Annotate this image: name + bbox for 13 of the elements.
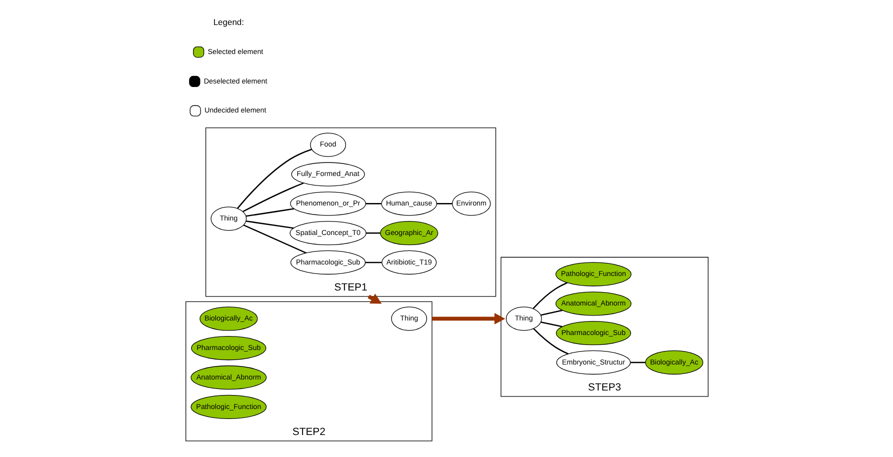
connector — [245, 208, 294, 217]
connector — [436, 203, 452, 204]
connector — [245, 220, 294, 229]
connector — [540, 322, 562, 328]
connector — [365, 203, 381, 204]
connector — [366, 232, 380, 234]
connector — [540, 310, 562, 316]
label: Legend: — [212, 16, 244, 27]
connector — [532, 282, 567, 309]
connector — [630, 362, 645, 364]
connector — [364, 262, 382, 264]
arrow — [432, 313, 505, 324]
connector — [236, 148, 312, 209]
